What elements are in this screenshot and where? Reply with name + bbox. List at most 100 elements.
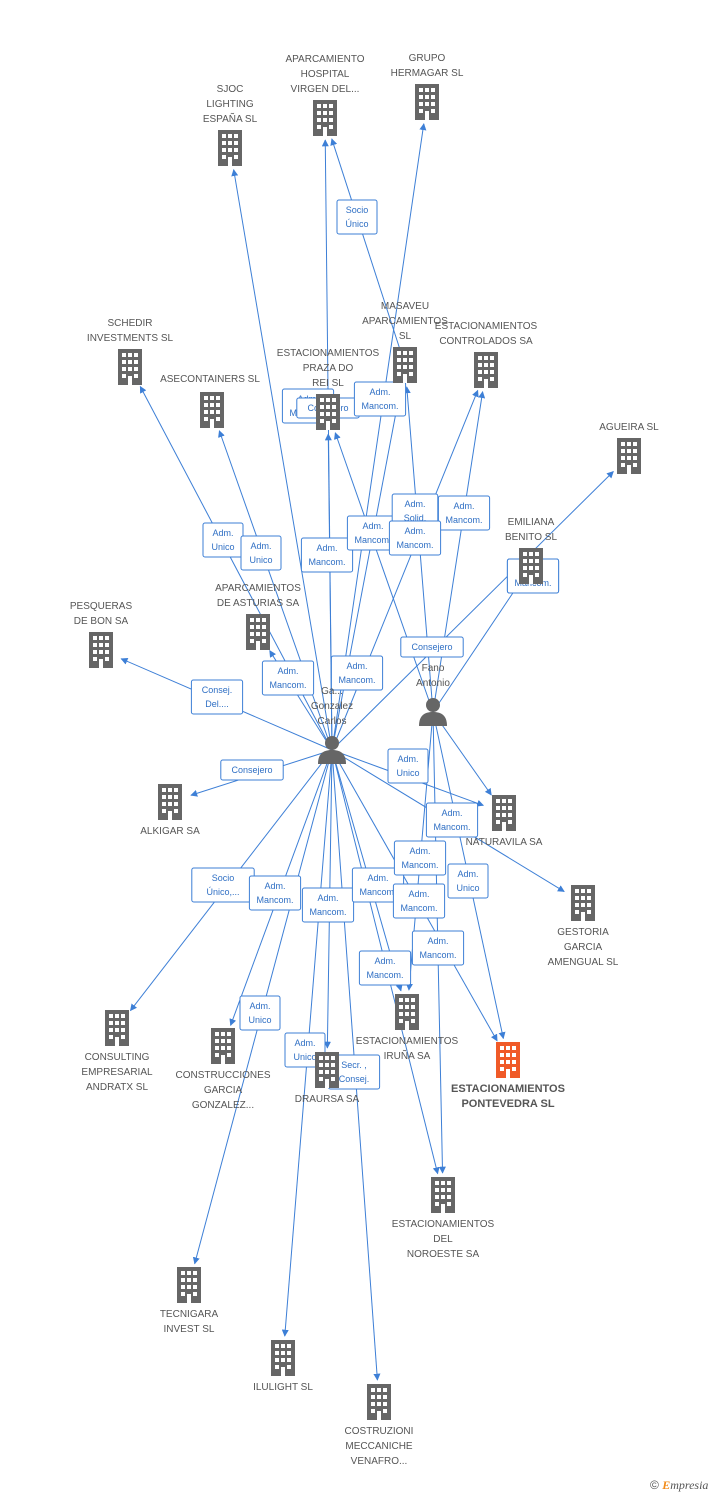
edge-label-carlos-iruna[interactable]: Adm.Mancom. [301, 887, 355, 923]
edge-label-fano-masaveu[interactable]: Adm.Mancom. [437, 495, 491, 531]
node-label: Carlos [318, 716, 347, 727]
node-label: ASECONTAINERS SL [160, 374, 260, 385]
node-asecontainers[interactable]: ASECONTAINERS SL [160, 374, 260, 428]
edge-label-carlos-aparcamiento_hospital[interactable]: Adm.Mancom. [300, 537, 354, 573]
edge-label-carlos-gestoria[interactable]: Adm.Mancom. [425, 802, 479, 838]
edge-label-fano-praza_do_rei[interactable]: Adm.Mancom. [353, 381, 407, 417]
edge-label-text: Consejero [231, 765, 272, 775]
node-construcciones[interactable]: CONSTRUCCIONESGARCIAGONZALEZ... [175, 1028, 271, 1111]
edge-label-text: Adm. [404, 526, 425, 536]
edge-label-fano-emiliana[interactable]: Consejero [400, 636, 464, 658]
node-alkigar[interactable]: ALKIGAR SA [140, 784, 200, 837]
node-draursa[interactable]: DRAURSA SA [295, 1052, 360, 1105]
node-costruzioni[interactable]: COSTRUZIONIMECCANICHEVENAFRO... [345, 1384, 414, 1467]
edge-label-text: Mancom. [359, 887, 396, 897]
edge-label-carlos-alkigar[interactable]: Consej.Del.... [190, 679, 244, 715]
copyright-notice[interactable]: © Empresia [650, 1478, 708, 1493]
edge-label-text: Adm. [264, 881, 285, 891]
edge-label-text: Mancom. [401, 860, 438, 870]
building-icon [393, 347, 417, 383]
edge-label-carlos-pesqueras[interactable]: Adm.Mancom. [330, 655, 384, 691]
edge-label-fano-naturavila[interactable]: Adm.Unico [387, 748, 429, 784]
node-label: GESTORIA [557, 927, 609, 938]
edge-label-text: Adm. [374, 956, 395, 966]
edge-label-box [336, 199, 378, 235]
edge-label-text: Socio [212, 873, 235, 883]
edge-carlos-agueira [331, 470, 614, 751]
node-label: AGUEIRA SL [599, 422, 659, 433]
edge-label-carlos-controlados[interactable]: Adm. Mancom. [388, 520, 442, 556]
edge-label-carlos-schedir[interactable]: Adm.Unico [240, 535, 282, 571]
edge-carlos-praza_do_rei [324, 433, 333, 751]
edge-label-box [358, 950, 412, 986]
node-label: DE BON SA [74, 616, 129, 627]
edge-label-box [425, 802, 479, 838]
copyright-symbol: © [650, 1478, 659, 1492]
edge-label-text: Adm. [408, 889, 429, 899]
node-label: GRUPO [409, 53, 446, 64]
node-label: MECCANICHE [345, 1441, 413, 1452]
edge-label-text: Adm. [250, 541, 271, 551]
node-agueira[interactable]: AGUEIRA SL [599, 422, 659, 474]
building-icon [211, 1028, 235, 1064]
edge-label-fano-pontevedra[interactable]: Adm.Mancom. [393, 840, 447, 876]
building-icon [218, 130, 242, 166]
edge-label-text: Consej. [339, 1074, 370, 1084]
edge-label-carlos-noroeste[interactable]: Adm.Mancom. [411, 930, 465, 966]
edge-label-carlos-asturias[interactable]: Adm.Mancom. [261, 660, 315, 696]
node-label: Fano [422, 663, 445, 674]
edge-label-text: Adm. [362, 521, 383, 531]
node-label: REI SL [312, 378, 344, 389]
edge-label-text: Adm. [453, 501, 474, 511]
edge-label-carlos-draursa[interactable]: Adm.Mancom. [248, 875, 302, 911]
edge-label-carlos-pontevedra[interactable]: Adm.Mancom. [392, 883, 446, 919]
edge-label-carlos-sjoc[interactable]: Adm.Unico [202, 522, 244, 558]
person-icon [419, 698, 447, 726]
node-label: ESTACIONAMIENTOS [392, 1219, 495, 1230]
node-label: ESTACIONAMIENTOS [435, 321, 538, 332]
edge-label-carlos-costruzioni[interactable]: Secr. , Consej. [327, 1054, 381, 1090]
node-label: INVEST SL [164, 1324, 215, 1335]
edge-label-text: Adm. [457, 869, 478, 879]
edge-label-box [330, 655, 384, 691]
edge-label-fano-noroeste[interactable]: Adm.Mancom. [358, 950, 412, 986]
node-naturavila[interactable]: NATURAVILA SA [466, 795, 543, 848]
edge-label-carlos-tecnigara[interactable]: Adm.Unico [239, 995, 281, 1031]
edge-label-text: Adm. [249, 1001, 270, 1011]
node-label: APARCAMIENTO [285, 54, 364, 65]
node-label: SCHEDIR [107, 318, 152, 329]
edge-label-text: Mancom. [396, 540, 433, 550]
node-label: LIGHTING [206, 99, 253, 110]
edge-label-carlos-construcciones[interactable]: SocioÚnico,... [191, 867, 255, 903]
node-ilulight[interactable]: ILULIGHT SL [253, 1340, 313, 1393]
edge-carlos-asecontainers [218, 430, 333, 751]
building-icon [492, 795, 516, 831]
edge-label-text: Adm. [317, 893, 338, 903]
edge-label-text: Secr. , [341, 1060, 367, 1070]
building-icon [315, 1052, 339, 1088]
node-label: CONSTRUCCIONES [175, 1070, 270, 1081]
edge-label-text: Solid. [404, 513, 427, 523]
edge-label-carlos-naturavila[interactable]: Consejero [220, 759, 284, 781]
edge-label-carlos-consulting[interactable]: Adm.Unico [447, 863, 489, 899]
edge-label-box [239, 995, 281, 1031]
